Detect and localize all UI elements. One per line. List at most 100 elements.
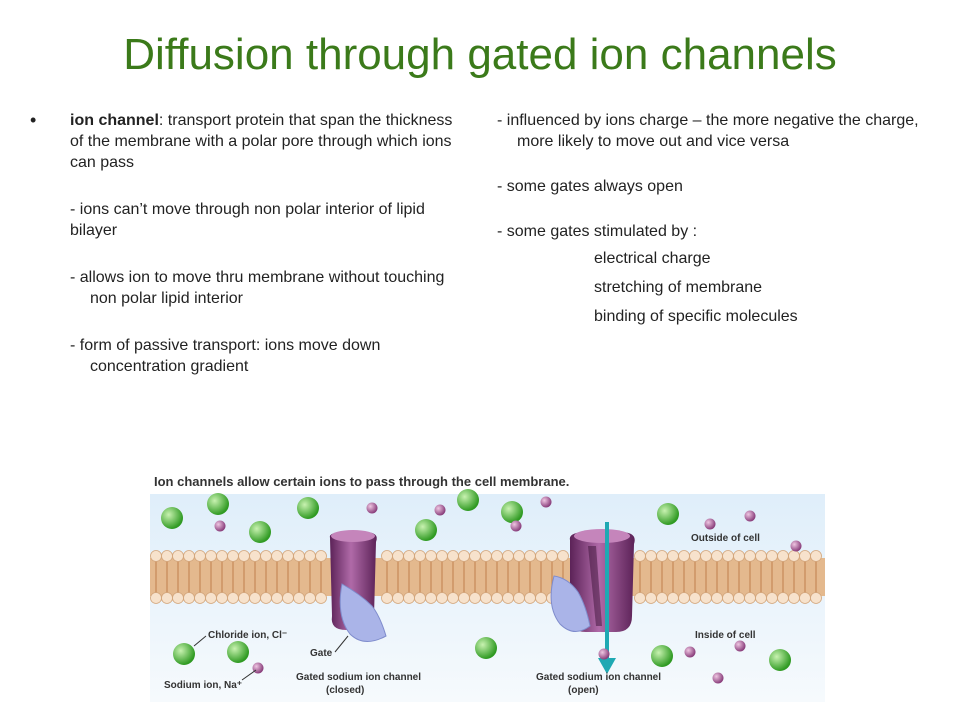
chloride-ion <box>173 643 195 665</box>
lipid-head <box>502 550 514 562</box>
lipid-head <box>458 592 470 604</box>
stimuli-list: electrical charge stretching of membrane… <box>594 248 927 327</box>
lipid-head <box>172 592 184 604</box>
lipid-head <box>777 550 789 562</box>
lipid-head <box>381 550 393 562</box>
lipid-head <box>304 550 316 562</box>
lipid-head <box>689 550 701 562</box>
lipid-head <box>634 550 646 562</box>
lipid-head <box>381 592 393 604</box>
lipid-head <box>502 592 514 604</box>
lipid-head <box>403 592 415 604</box>
lipid-head <box>249 592 261 604</box>
lipid-head <box>799 550 811 562</box>
right-item-charge: - influenced by ions charge – the more n… <box>497 112 919 150</box>
lipid-head <box>436 592 448 604</box>
lipid-head <box>799 592 811 604</box>
lipid-head <box>249 550 261 562</box>
lipid-head <box>216 550 228 562</box>
label-gate: Gate <box>310 648 333 659</box>
lipid-head <box>315 592 327 604</box>
sodium-ion <box>366 502 378 514</box>
lipid-head <box>238 550 250 562</box>
right-item-stimulated: - some gates stimulated by : <box>497 223 698 240</box>
lipid-head <box>447 592 459 604</box>
open-channel <box>550 522 635 674</box>
label-outside: Outside of cell <box>691 533 760 544</box>
sodium-ion <box>540 496 552 508</box>
lipid-head <box>150 550 162 562</box>
lipid-head <box>535 550 547 562</box>
lipid-head <box>535 592 547 604</box>
lipid-head <box>722 550 734 562</box>
lipid-head <box>524 550 536 562</box>
closed-gate <box>339 583 387 642</box>
lipid-head <box>271 550 283 562</box>
lipid-head <box>733 550 745 562</box>
chloride-ion <box>457 489 479 511</box>
right-column: - influenced by ions charge – the more n… <box>497 110 927 335</box>
ion-channel-term: ion channel <box>70 112 159 129</box>
lipid-head <box>194 550 206 562</box>
right-item-always-open: - some gates always open <box>497 178 683 195</box>
lipid-head <box>524 592 536 604</box>
sodium-ion <box>510 520 522 532</box>
chloride-ion <box>227 641 249 663</box>
chloride-ion <box>161 507 183 529</box>
lipid-head <box>700 592 712 604</box>
stimulus-binding: binding of specific molecules <box>594 308 798 325</box>
chloride-ion <box>501 501 523 523</box>
bullet-text: ion channel: transport protein that span… <box>70 110 460 173</box>
lipid-head <box>777 592 789 604</box>
lipid-head <box>711 550 723 562</box>
chloride-ion <box>249 521 271 543</box>
lipid-head <box>755 550 767 562</box>
chloride-ion <box>657 503 679 525</box>
chloride-ion <box>207 493 229 515</box>
chloride-ion <box>297 497 319 519</box>
lipid-head <box>183 550 195 562</box>
lipid-head <box>425 592 437 604</box>
lipid-head <box>656 592 668 604</box>
sodium-ion <box>434 504 446 516</box>
lipid-head <box>513 592 525 604</box>
lipid-head <box>293 550 305 562</box>
lipid-head <box>458 550 470 562</box>
lipid-head <box>766 592 778 604</box>
left-column: • ion channel: transport protein that sp… <box>30 110 460 377</box>
lipid-head <box>810 592 822 604</box>
lipid-head <box>546 550 558 562</box>
lipid-head <box>183 592 195 604</box>
lipid-head <box>810 550 822 562</box>
bullet-dot: • <box>30 110 37 130</box>
lipid-head <box>293 592 305 604</box>
lipid-head <box>788 592 800 604</box>
membrane-tails <box>150 558 825 596</box>
slide-title: Diffusion through gated ion channels <box>123 30 837 79</box>
sodium-ion <box>684 646 696 658</box>
chloride-ion <box>769 649 791 671</box>
lipid-head <box>645 550 657 562</box>
sub-item-allows: - allows ion to move thru membrane witho… <box>70 269 445 307</box>
lipid-head <box>227 592 239 604</box>
lipid-head <box>161 550 173 562</box>
lipid-head <box>667 592 679 604</box>
lipid-head <box>656 550 668 562</box>
lipid-head <box>392 550 404 562</box>
lipid-head <box>744 550 756 562</box>
label-closed: Gated sodium ion channel <box>296 672 421 683</box>
figure-caption: Ion channels allow certain ions to pass … <box>154 474 569 489</box>
lipid-head <box>414 592 426 604</box>
lipid-head <box>260 550 272 562</box>
label-inside: Inside of cell <box>695 630 756 641</box>
sodium-ion <box>704 518 716 530</box>
ions <box>161 489 802 684</box>
stimulus-electrical: electrical charge <box>594 250 711 267</box>
lipid-head <box>469 550 481 562</box>
lipid-head <box>447 550 459 562</box>
chloride-ion <box>651 645 673 667</box>
ion-channel-definition: : transport protein that span the thickn… <box>70 112 453 171</box>
lipid-head <box>491 592 503 604</box>
lipid-head <box>227 550 239 562</box>
lipid-head <box>689 592 701 604</box>
